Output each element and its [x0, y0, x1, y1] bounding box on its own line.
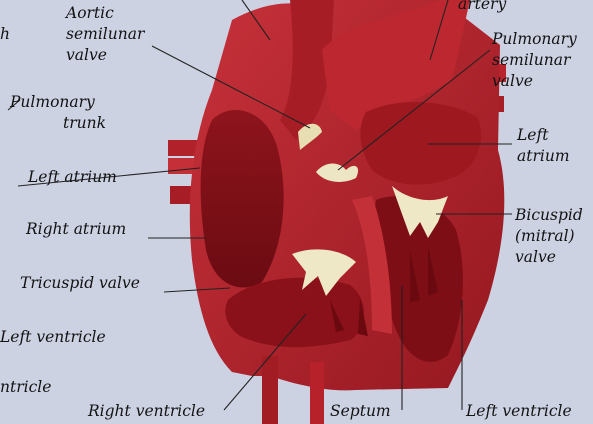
- vessel-stub: [310, 362, 324, 424]
- label-left-atrium-right-line1: Left: [517, 127, 548, 144]
- label-bicuspid-valve-line2: (mitral): [515, 228, 575, 245]
- label-left-ventricle-bottom: Left ventricle: [466, 403, 572, 420]
- label-left-atrium-left: Left atrium: [28, 169, 117, 186]
- vessel-stub: [262, 356, 278, 424]
- label-aortic-valve-line3: valve: [66, 47, 107, 64]
- label-right-ventricle: Right ventricle: [88, 403, 205, 420]
- label-pulmonary-trunk-line2: trunk: [0, 115, 106, 132]
- label-bicuspid-valve-line3: valve: [515, 249, 556, 266]
- label-pulmonary-valve-line1: Pulmonary: [492, 31, 577, 48]
- label-tricuspid-valve: Tricuspid valve: [20, 275, 140, 292]
- label-left-atrium-right-line2: atrium: [517, 148, 570, 165]
- label-bicuspid-valve-line1: Bicuspid: [515, 207, 583, 224]
- label-aortic-valve-line2: semilunar: [66, 26, 144, 43]
- label-septum: Septum: [330, 403, 391, 420]
- label-pulmonary-trunk-line1: Pulmonary: [10, 94, 95, 111]
- label-pulmonary-valve-line3: valve: [492, 73, 533, 90]
- label-ventricle-cut: ntricle: [0, 379, 51, 396]
- label-left-cut-top: h: [0, 26, 10, 43]
- label-left-ventricle-left: Left ventricle: [0, 329, 106, 346]
- label-pulmonary-valve-line2: semilunar: [492, 52, 570, 69]
- label-aortic-valve-line1: Aortic: [66, 5, 114, 22]
- label-pulmonary-artery: artery: [458, 0, 506, 13]
- label-right-atrium: Right atrium: [26, 221, 126, 238]
- right-atrium-cavity: [201, 110, 284, 287]
